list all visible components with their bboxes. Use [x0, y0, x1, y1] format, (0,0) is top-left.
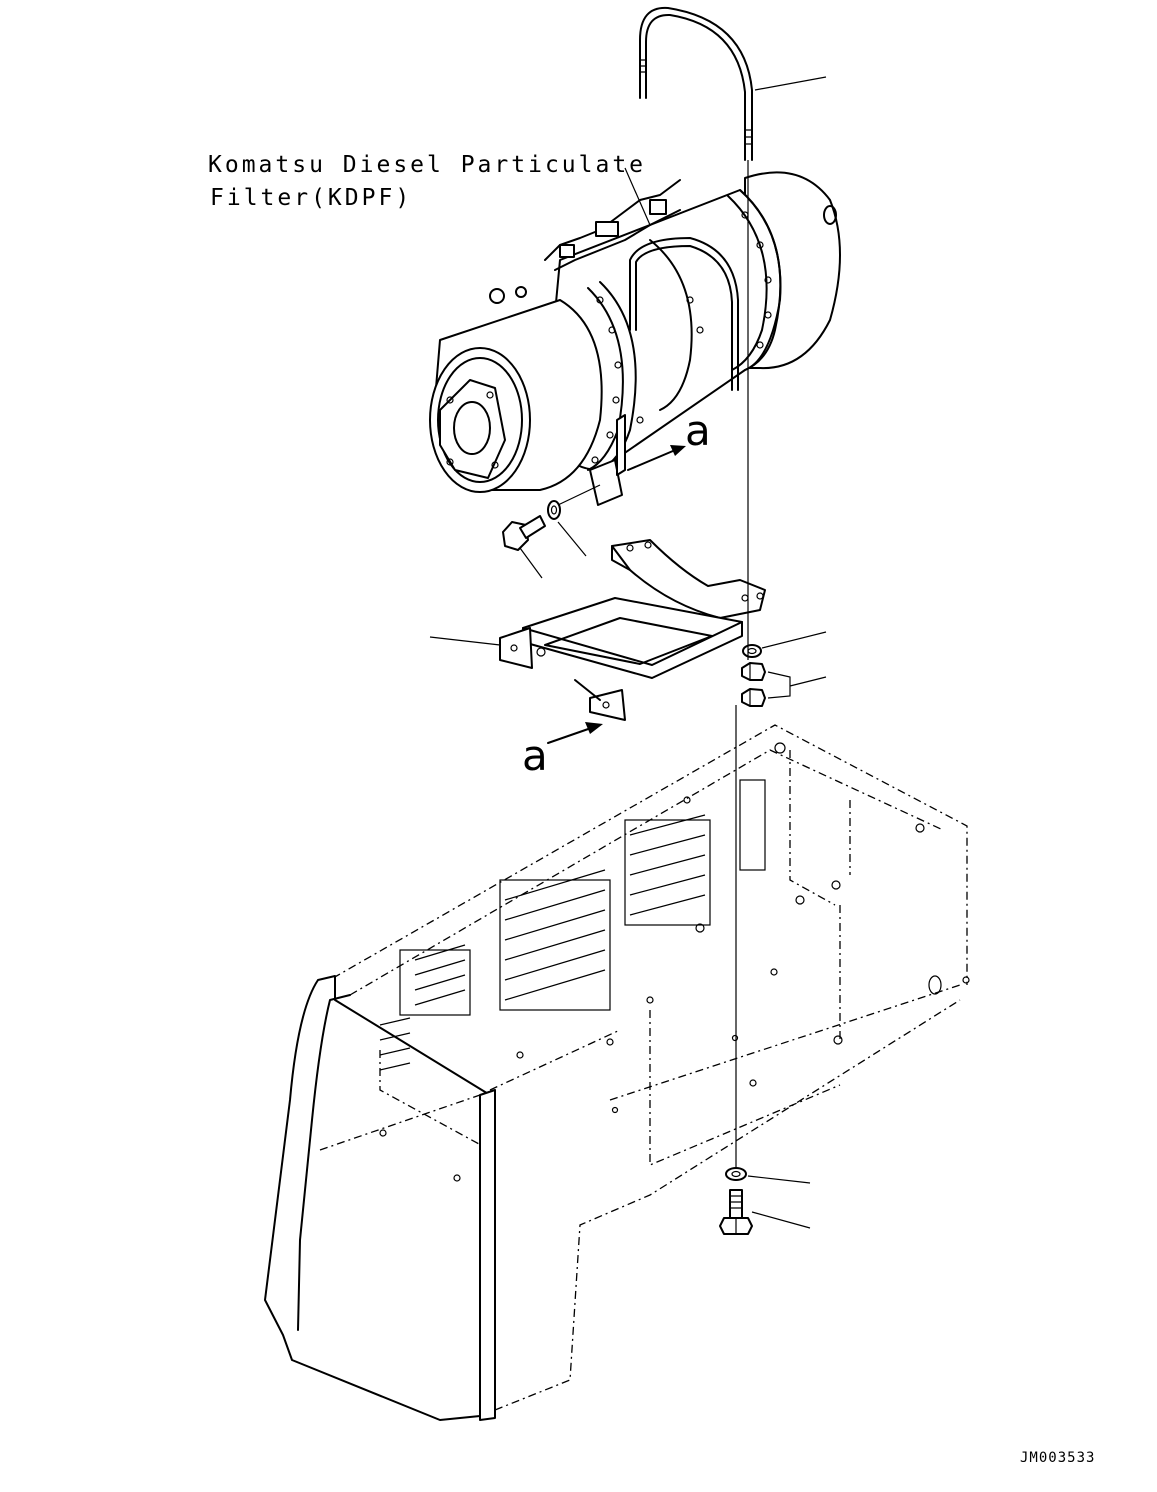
frame-housing	[264, 724, 970, 1421]
leader-bracket	[429, 636, 501, 646]
leader-washer-upper	[557, 521, 587, 557]
leader-u-bolt	[754, 76, 827, 91]
bolt-upper	[502, 515, 546, 551]
leader-washer-lower	[747, 1175, 811, 1184]
nut-upper	[741, 662, 766, 681]
leader-bolt-lower	[751, 1211, 811, 1229]
bolt-lower	[719, 1189, 753, 1235]
nut-lower	[741, 688, 766, 707]
drawing-code: JM003533	[1020, 1450, 1095, 1466]
washer-lower	[725, 1167, 747, 1181]
washer-upper	[547, 500, 561, 520]
washer-right	[742, 644, 762, 658]
caption-line-1: Komatsu Diesel Particulate	[208, 152, 646, 178]
leader-washer-right	[761, 631, 827, 649]
leader-nuts	[767, 671, 827, 699]
kdpf-assembly	[429, 171, 841, 506]
arrow-label-upper: a	[685, 406, 711, 455]
arrow-label-lower: a	[522, 731, 548, 780]
leader-kdpf	[624, 167, 651, 226]
bracket	[499, 539, 766, 721]
caption-line-2: Filter(KDPF)	[210, 185, 412, 211]
leader-bolt-upper	[519, 547, 543, 579]
direction-arrow-upper	[627, 445, 686, 471]
u-bolt-strap	[639, 6, 753, 161]
direction-arrow-lower	[547, 722, 603, 744]
